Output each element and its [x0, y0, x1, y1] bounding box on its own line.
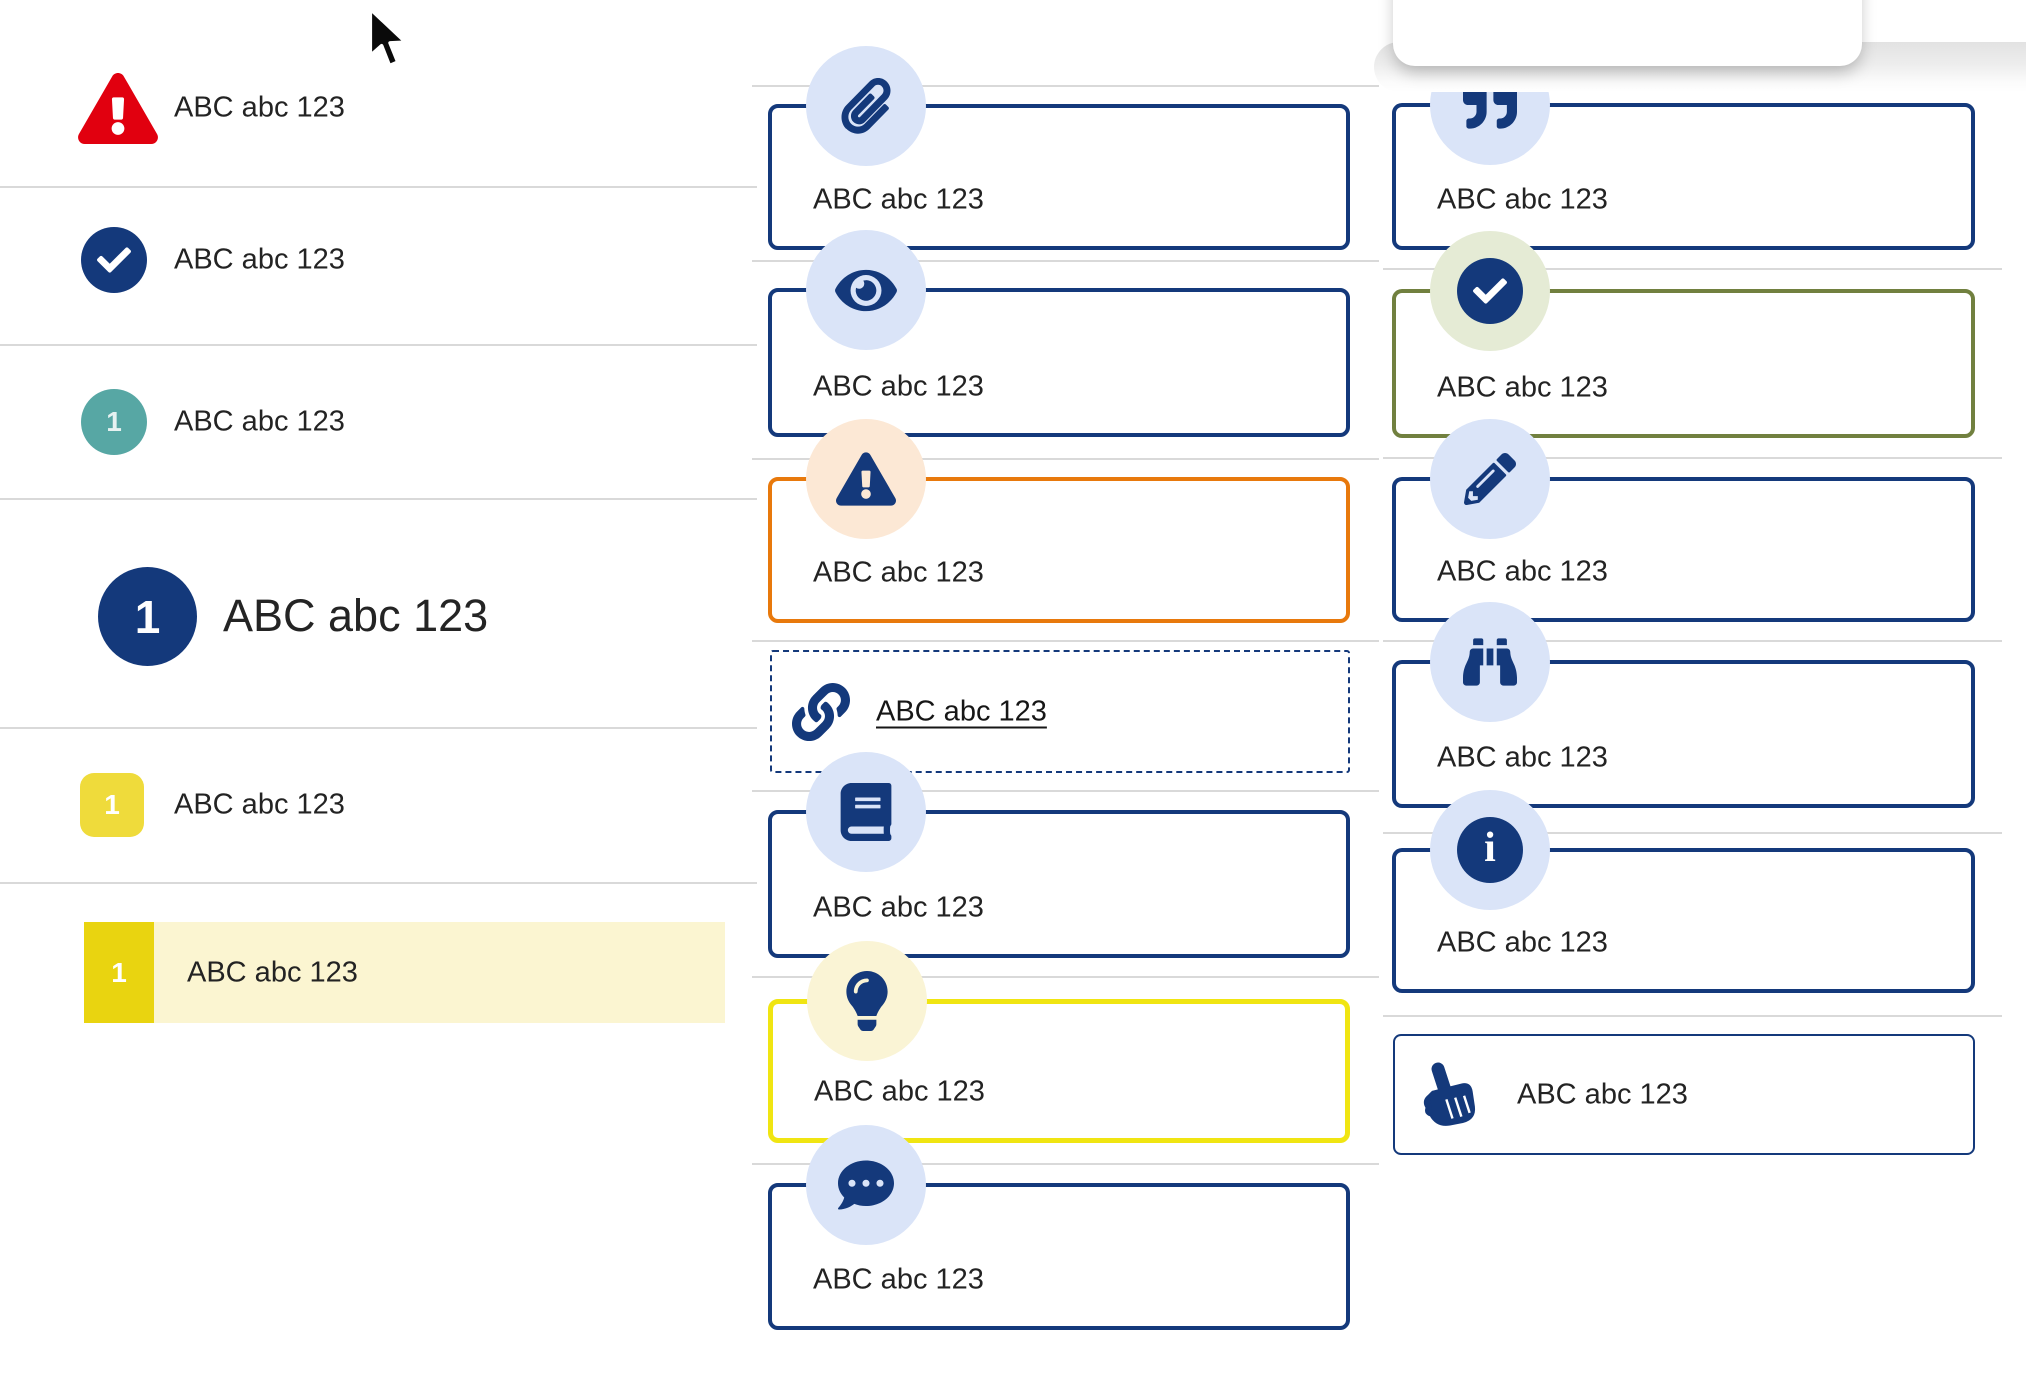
divider: [752, 85, 1379, 87]
number-badge: 1: [81, 389, 147, 455]
divider: [0, 498, 757, 500]
divider: [752, 976, 1379, 978]
list-item-teal-number[interactable]: 1 ABC abc 123: [0, 374, 757, 470]
callout-label: ABC abc 123: [1437, 741, 1608, 774]
number-badge: 1: [84, 922, 154, 1023]
number-badge: 1: [80, 773, 144, 837]
list-item-label: ABC abc 123: [187, 956, 358, 988]
callout-eye[interactable]: ABC abc 123: [768, 230, 1350, 437]
check-circle-icon: [1430, 231, 1550, 351]
callout-label: ABC abc 123: [814, 1075, 985, 1108]
callout-link-text[interactable]: ABC abc 123: [876, 695, 1047, 727]
mouse-cursor: [366, 6, 410, 70]
divider: [0, 344, 757, 346]
callout-edit[interactable]: ABC abc 123: [1392, 419, 1975, 622]
divider: [0, 882, 757, 884]
badge-number: 1: [111, 956, 127, 988]
divider: [752, 458, 1379, 460]
number-badge-large: 1: [98, 567, 197, 666]
divider: [752, 260, 1379, 262]
callout-label: ABC abc 123: [1437, 371, 1608, 404]
list-item-label: ABC abc 123: [174, 91, 345, 124]
list-item-label: ABC abc 123: [174, 788, 345, 821]
info-circle-icon: i: [1430, 790, 1550, 910]
list-item-yellow-number[interactable]: 1 ABC abc 123: [0, 773, 757, 837]
callout-label: ABC abc 123: [813, 370, 984, 403]
divider: [0, 727, 757, 729]
list-item-yellow-highlight[interactable]: 1 ABC abc 123: [84, 922, 725, 1023]
link-icon: [792, 682, 850, 741]
popover-sheet-bottom[interactable]: [1393, 0, 1862, 66]
callout-warning[interactable]: ABC abc 123: [768, 419, 1350, 623]
info-badge: i: [1457, 817, 1523, 883]
callout-link[interactable]: ABC abc 123: [770, 650, 1350, 773]
divider: [752, 1163, 1379, 1165]
callout-pointer[interactable]: ABC abc 123: [1393, 1034, 1975, 1155]
paperclip-icon: [806, 46, 926, 166]
divider: [1383, 1015, 2002, 1017]
callout-label: ABC abc 123: [813, 556, 984, 589]
callout-attachment[interactable]: ABC abc 123: [768, 46, 1350, 250]
divider: [752, 640, 1379, 642]
callout-label: ABC abc 123: [1437, 926, 1608, 959]
callout-label: ABC abc 123: [813, 891, 984, 924]
list-item-label: ABC abc 123: [174, 243, 345, 276]
divider: [752, 790, 1379, 792]
callout-label: ABC abc 123: [1517, 1078, 1688, 1110]
list-item-warning[interactable]: ABC abc 123: [0, 60, 757, 156]
badge-number: 1: [134, 590, 161, 643]
callout-label: ABC abc 123: [813, 1263, 984, 1296]
callout-label: ABC abc 123: [1437, 183, 1608, 216]
warning-triangle-icon: [78, 73, 158, 144]
book-icon: [806, 752, 926, 872]
lightbulb-icon: [807, 941, 927, 1061]
list-item-heading-number[interactable]: 1 ABC abc 123: [0, 560, 757, 672]
list-item-check[interactable]: ABC abc 123: [0, 212, 757, 308]
callout-idea[interactable]: ABC abc 123: [768, 941, 1350, 1143]
callout-quote[interactable]: ABC abc 123: [1392, 45, 1975, 250]
check-badge: [1457, 258, 1523, 324]
divider: [1383, 457, 2002, 459]
divider: [0, 186, 757, 188]
eye-icon: [806, 230, 926, 350]
badge-number: 1: [104, 789, 120, 820]
chat-dots-icon: [806, 1125, 926, 1245]
divider: [1383, 640, 2002, 642]
list-item-label: ABC abc 123: [223, 590, 489, 641]
callout-search[interactable]: ABC abc 123: [1392, 602, 1975, 808]
callout-book[interactable]: ABC abc 123: [768, 752, 1350, 958]
warning-triangle-icon: [806, 419, 926, 539]
check-circle-icon: [81, 227, 147, 293]
list-item-label: ABC abc 123: [174, 405, 345, 438]
binoculars-icon: [1430, 602, 1550, 722]
callout-comment[interactable]: ABC abc 123: [768, 1125, 1350, 1330]
pointing-hand-icon: [1417, 1059, 1477, 1131]
badge-number: 1: [106, 406, 122, 437]
callout-label: ABC abc 123: [813, 183, 984, 216]
divider: [1383, 832, 2002, 834]
callout-success[interactable]: ABC abc 123: [1392, 231, 1975, 438]
callout-info[interactable]: i ABC abc 123: [1392, 790, 1975, 993]
divider: [1383, 268, 2002, 270]
pencil-icon: [1430, 419, 1550, 539]
callout-label: ABC abc 123: [1437, 555, 1608, 588]
